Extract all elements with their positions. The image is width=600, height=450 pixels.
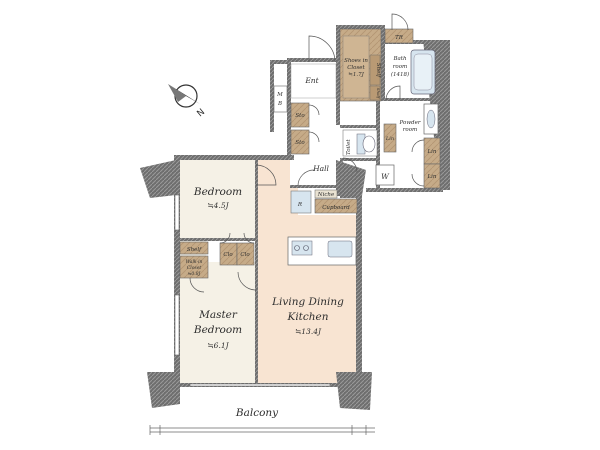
storage: [179, 28, 441, 279]
master-bedroom-label-1: Master: [198, 309, 238, 321]
balcony-railing: [149, 425, 375, 435]
washer-label: W: [381, 172, 390, 181]
cupboard-label: Cupboard: [322, 205, 350, 211]
shelf-top-label: Shelf: [375, 63, 381, 78]
ldk-label-1: Living Dining: [271, 296, 344, 308]
cupboard: [314, 198, 358, 214]
wic-shelf: [179, 241, 209, 255]
ldk-area: ≒13.4J: [295, 327, 322, 336]
doors: [189, 13, 425, 293]
lin-label-2: Lin: [427, 149, 437, 155]
niche: [314, 189, 338, 199]
wic-label-1: Walk-in: [186, 259, 203, 265]
bedroom-area: ≒4.5J: [207, 201, 229, 210]
master-bedroom-label-2: Bedroom: [193, 324, 242, 336]
washing-machine: [375, 164, 395, 186]
labels: Bedroom ≒4.5J Master Bedroom ≒6.1J Livin…: [186, 35, 437, 419]
sto-closet-1: [290, 102, 310, 128]
master-bedroom-floor: [180, 262, 258, 383]
entrance-label: Ent: [304, 76, 319, 85]
sto-closet-2: [290, 129, 310, 155]
hall-label: Hall: [312, 164, 329, 173]
small-shelf-label: Shelf: [376, 88, 381, 100]
kitchen-sink: [327, 240, 353, 258]
lin-label-3: Lin: [427, 174, 437, 180]
wic-body: [179, 255, 209, 279]
master-bedroom-area: ≒6.1J: [207, 341, 229, 350]
mb-label-1: M: [276, 92, 283, 98]
small-shelf-box: [369, 85, 381, 101]
meter-box: [273, 85, 288, 113]
refrigerator: [290, 190, 312, 214]
balcony-floor: [150, 392, 375, 430]
tr-label: TR: [395, 35, 403, 41]
shoes-closet-label-1: Shoes in: [344, 58, 368, 64]
ldk-label-2: Kitchen: [286, 311, 328, 323]
fixtures: [287, 49, 439, 266]
north-compass: N: [168, 84, 207, 119]
entrance-area: [290, 63, 337, 99]
shelf-top: [369, 54, 381, 86]
compass-icon: [168, 84, 200, 108]
trunk-room: [384, 28, 414, 44]
lin-label-1: Lin: [385, 136, 394, 142]
bathroom-label-2: room: [393, 64, 407, 70]
powder-room-label-1: Powder: [399, 120, 421, 126]
shoes-closet-inner: [342, 35, 370, 99]
lin-closet-1: [383, 123, 397, 153]
compass-label: N: [196, 107, 208, 119]
refrigerator-label: R: [297, 202, 302, 208]
powder-room-label-2: room: [403, 127, 417, 133]
shelf-wic-label: Shelf: [187, 247, 202, 253]
sto-label-1: Sto: [295, 113, 305, 119]
bedroom-floor: [180, 160, 258, 240]
wic-label-2: Closet: [187, 265, 202, 271]
toilet-label: Toilet: [346, 139, 352, 155]
stove: [291, 240, 313, 256]
lin-closet-3: [423, 163, 441, 189]
sto-label-2: Sto: [295, 140, 305, 146]
mb-label-2: B: [277, 101, 282, 107]
bathroom-label-3: (1418): [391, 71, 409, 78]
clo-label-1: Clo: [223, 252, 233, 258]
windows: [174, 194, 331, 387]
bedroom-label: Bedroom: [193, 186, 242, 198]
clo-label-2: Clo: [240, 252, 250, 258]
niche-label: Niche: [317, 192, 335, 198]
shoes-closet-label-2: Closet: [347, 65, 365, 71]
clo-2: [236, 242, 255, 266]
balcony-label: Balcony: [235, 407, 279, 419]
wic-label-3: ≒0.8J: [188, 271, 202, 277]
shoes-closet-label-3: ≒1.7J: [348, 72, 364, 78]
bathroom-label-1: Bath: [392, 56, 407, 62]
